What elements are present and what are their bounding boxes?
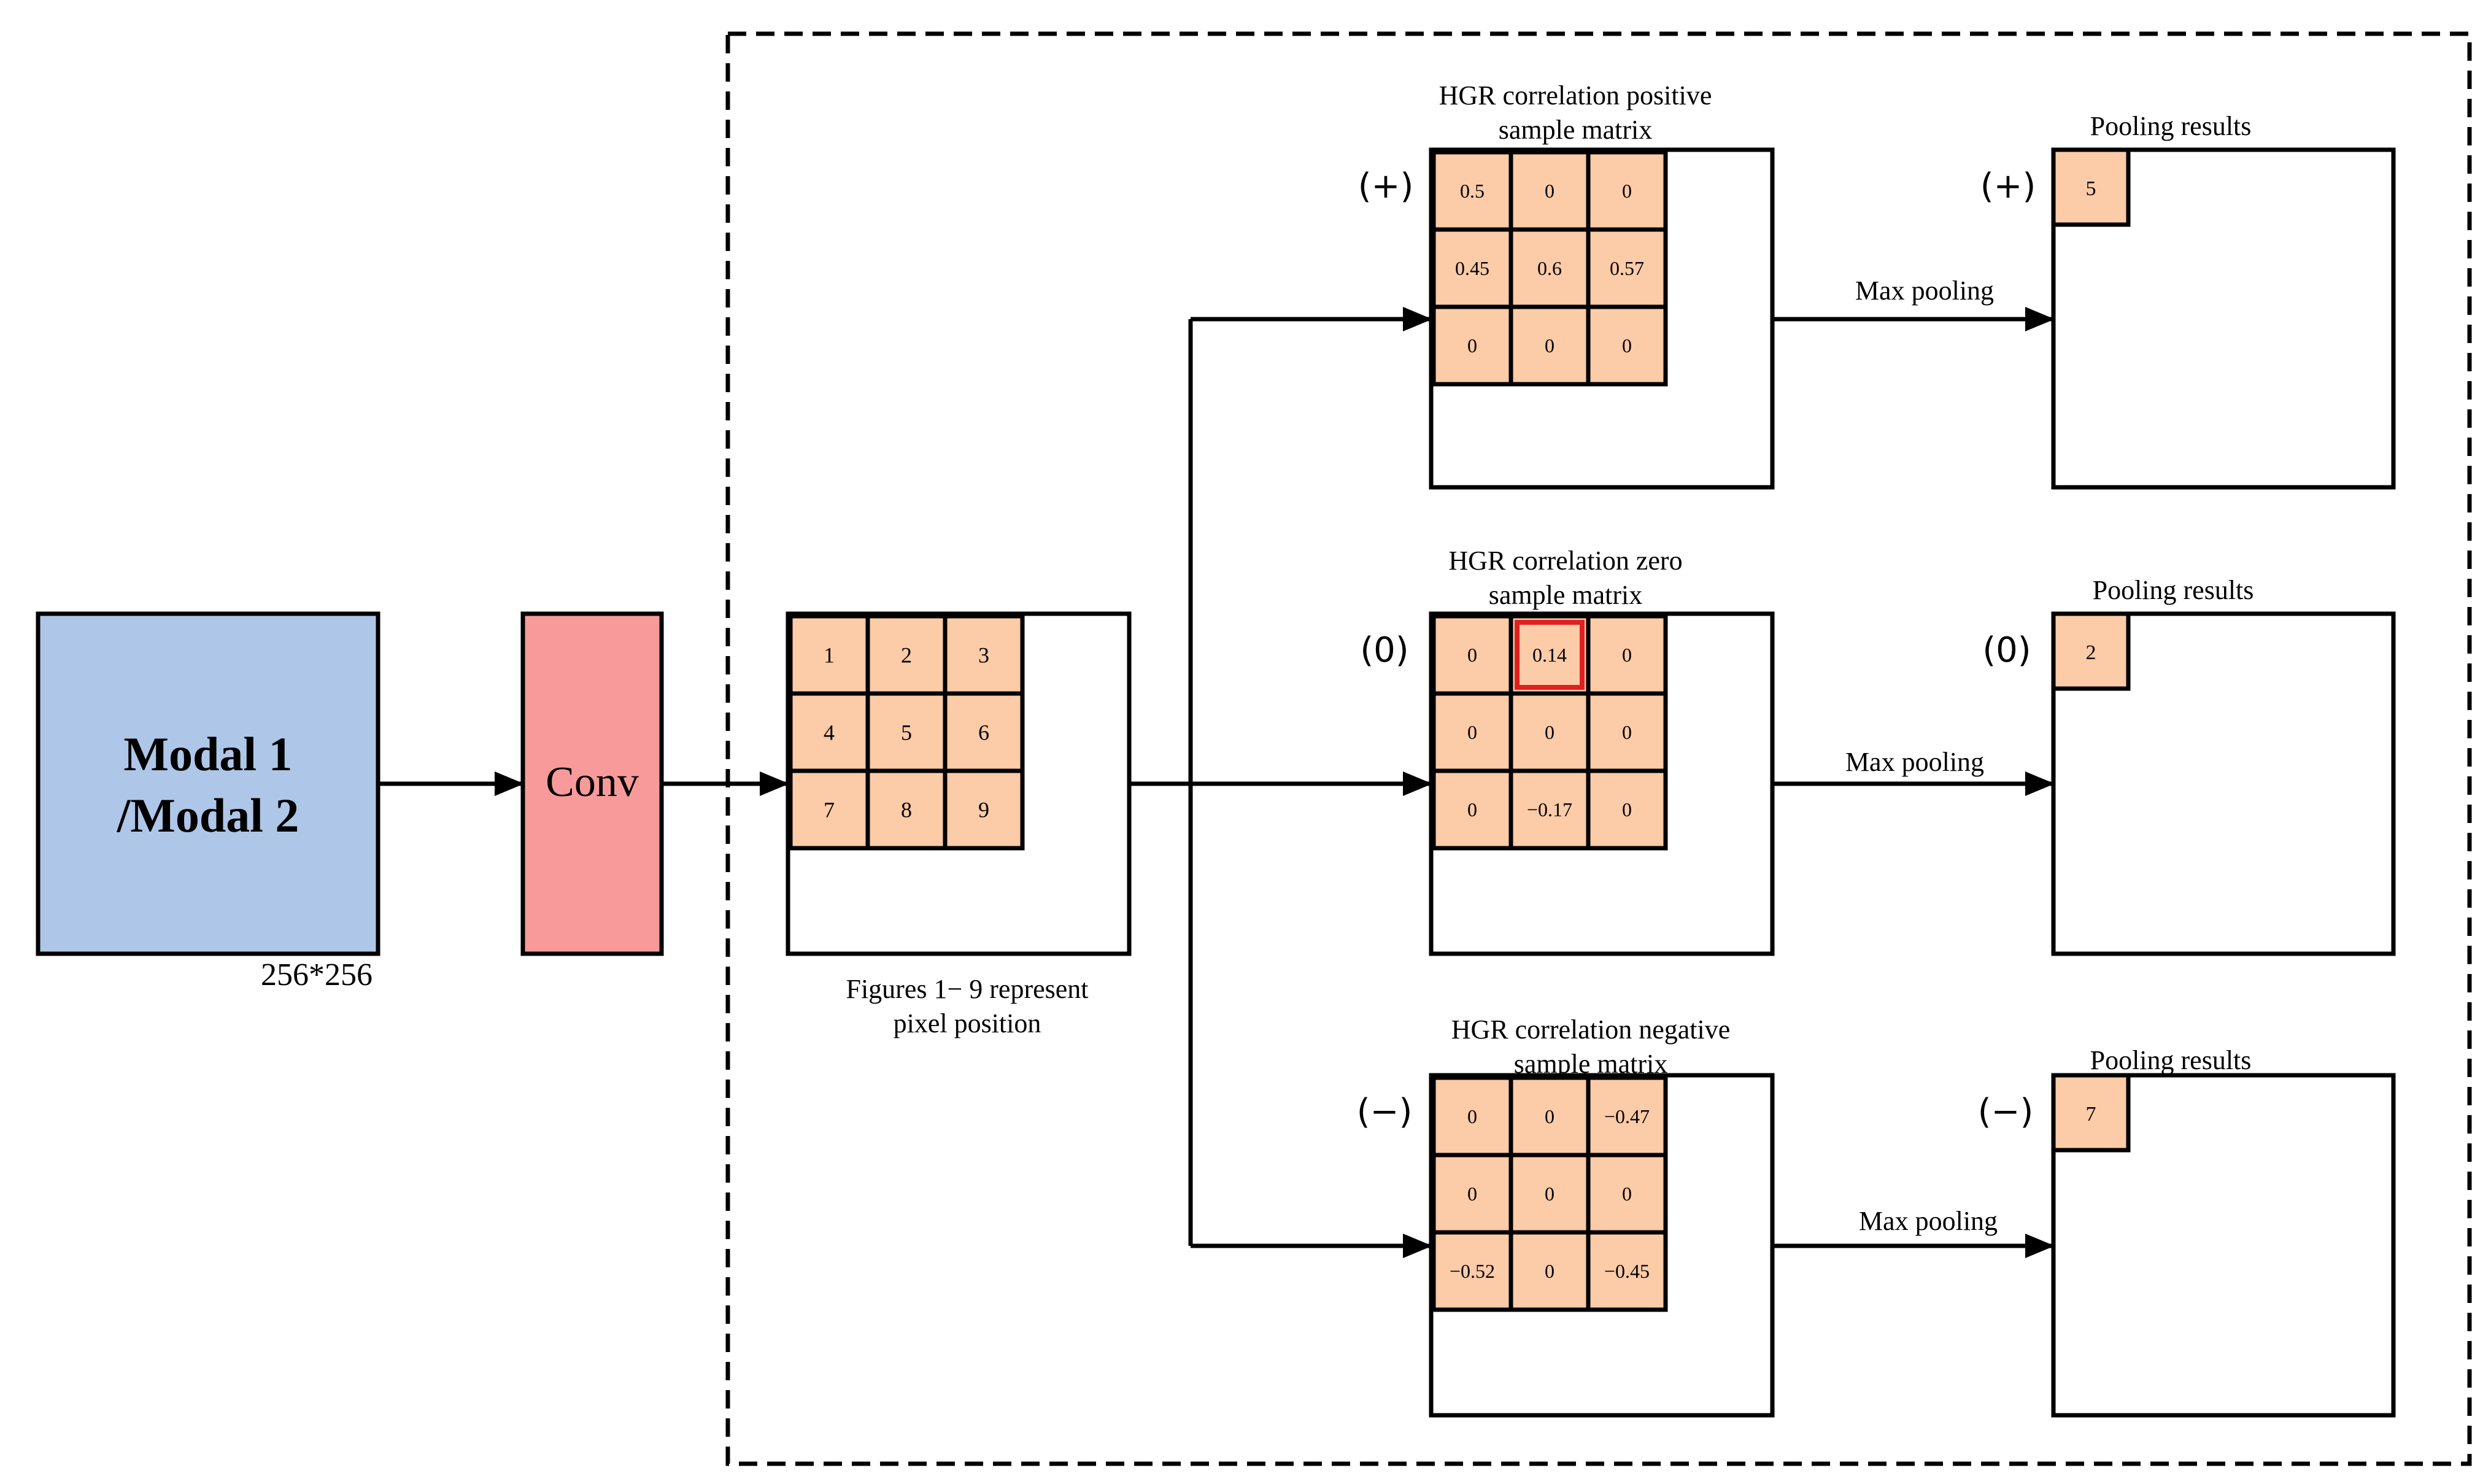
negative-pool-cell: [2051, 1073, 2131, 1153]
zero-matrix-cell-value: 0: [1622, 798, 1632, 821]
pixel-grid-cell-value: 3: [978, 643, 989, 668]
negative-pooling-frame: [2051, 1073, 2396, 1418]
positive-matrix-cell-value: 0.45: [1455, 257, 1489, 279]
positive-pool-sign-label: (+): [1980, 166, 2036, 206]
conv-label: Conv: [546, 759, 639, 806]
pixel-grid-cell-value: 1: [824, 643, 835, 668]
zero-matrix-cell-value: 0: [1545, 721, 1554, 743]
positive-matrix-cell-value: 0: [1545, 334, 1554, 357]
input-modal-label-line2: /Modal 2: [117, 789, 299, 842]
negative-matrix-cell: [1586, 1153, 1668, 1235]
pixel-grid-cell: [943, 691, 1025, 773]
zero-matrix-cell-value: 0: [1467, 798, 1477, 821]
pixel-grid-caption-line1: Figures 1− 9 represent: [846, 974, 1088, 1004]
negative-pooling-title: Pooling results: [2090, 1045, 2252, 1075]
positive-pooling-frame: [2051, 147, 2396, 490]
pixel-grid-cell-value: 6: [978, 721, 989, 745]
positive-pool-value: 5: [2086, 177, 2096, 200]
positive-matrix-cell-value: 0: [1622, 180, 1632, 202]
pixel-grid-caption-line2: pixel position: [894, 1008, 1041, 1038]
pixel-grid-cell-value: 4: [824, 721, 835, 745]
zero-matrix-cell-value: 0: [1467, 721, 1477, 743]
negative-matrix-cells: 0 0 −0.47 0 0 0 −0.52 0 −0.45: [1431, 1075, 1668, 1312]
zero-matrix-cell-value: 0: [1622, 721, 1632, 743]
zero-matrix-cell: [1586, 768, 1668, 851]
zero-pool-sign-label: (0): [1982, 630, 2031, 670]
zero-matrix-cell: [1508, 768, 1591, 851]
zero-matrix-cell-value: −0.17: [1527, 798, 1572, 821]
negative-max-pooling-label: Max pooling: [1859, 1206, 1998, 1236]
zero-pooling-frame: [2051, 611, 2396, 956]
positive-matrix-cell: [1508, 150, 1591, 232]
positive-matrix-cell-value: 0.57: [1610, 257, 1644, 279]
negative-matrix-title-line1: HGR correlation negative: [1451, 1014, 1731, 1045]
negative-matrix-cell: [1431, 1153, 1513, 1235]
zero-matrix-cell-value: 0.14: [1532, 644, 1567, 666]
zero-pool-cell: [2051, 611, 2131, 691]
negative-matrix-cell-value: 0: [1622, 1183, 1632, 1205]
negative-sign-label: (−): [1357, 1092, 1413, 1132]
positive-pooling-title: Pooling results: [2090, 111, 2252, 141]
negative-matrix-cell-value: −0.47: [1604, 1105, 1650, 1127]
zero-matrix-title-line2: sample matrix: [1489, 580, 1643, 610]
negative-matrix-cell: [1586, 1230, 1668, 1312]
positive-matrix-cells: 0.5 0 0 0.45 0.6 0.57 0 0 0: [1431, 150, 1668, 387]
pixel-grid-cell-value: 5: [901, 721, 912, 745]
negative-pool-value: 7: [2086, 1103, 2096, 1126]
positive-matrix-cell-value: 0: [1467, 334, 1477, 357]
zero-matrix-cell-value: 0: [1467, 644, 1477, 666]
negative-matrix-cell-value: −0.52: [1450, 1260, 1495, 1282]
pixel-grid-cell: [788, 768, 870, 851]
zero-matrix-highlight-box: [1515, 620, 1585, 690]
positive-matrix-title-line1: HGR correlation positive: [1439, 80, 1712, 110]
positive-matrix-cell-value: 0.5: [1460, 180, 1485, 202]
pixel-grid-cell-value: 7: [824, 798, 835, 822]
pixel-grid-cell: [943, 768, 1025, 851]
positive-matrix-cell: [1586, 227, 1668, 309]
negative-matrix-cell-value: 0: [1467, 1105, 1477, 1127]
positive-matrix-cell: [1508, 227, 1591, 309]
zero-max-pooling-label: Max pooling: [1845, 747, 1984, 777]
zero-matrix-cell: [1431, 768, 1513, 851]
processing-region: [725, 31, 2472, 1466]
zero-matrix-cells: 0 0.14 0 0 0 0 0 −0.17 0: [1431, 614, 1668, 851]
positive-matrix-title-line2: sample matrix: [1499, 115, 1653, 145]
input-size-label: 256*256: [261, 957, 373, 992]
pixel-grid-cell-value: 9: [978, 798, 989, 822]
pixel-grid-cells: 1 2 3 4 5 6 7 8 9: [788, 614, 1025, 851]
pixel-grid-cell-value: 8: [901, 798, 912, 822]
negative-matrix-cell-value: −0.45: [1604, 1260, 1650, 1282]
pixel-grid-cell: [865, 768, 948, 851]
zero-sign-label: (0): [1360, 630, 1408, 670]
positive-pool-cell: [2051, 147, 2131, 227]
zero-pool-value: 2: [2086, 641, 2096, 664]
positive-sign-label: (+): [1358, 166, 1414, 206]
negative-pool-sign-label: (−): [1978, 1092, 2034, 1132]
negative-matrix-cell-value: 0: [1545, 1105, 1554, 1127]
positive-matrix-cell-value: 0: [1622, 334, 1632, 357]
positive-matrix-cell-value: 0.6: [1537, 257, 1562, 279]
positive-matrix-cell: [1508, 304, 1591, 387]
positive-matrix-cell: [1586, 150, 1668, 232]
input-modal-label-line1: Modal 1: [123, 727, 292, 781]
negative-matrix-cell-value: 0: [1467, 1183, 1477, 1205]
input-modal-block: [36, 611, 380, 956]
zero-matrix-cell-value: 0: [1622, 644, 1632, 666]
negative-matrix-cell-value: 0: [1545, 1183, 1554, 1205]
zero-matrix-title-line1: HGR correlation zero: [1448, 546, 1682, 576]
negative-matrix-cell-value: 0: [1545, 1260, 1554, 1282]
pixel-grid-cell-value: 2: [901, 643, 912, 668]
positive-max-pooling-label: Max pooling: [1855, 276, 1994, 306]
positive-matrix-cell: [1586, 304, 1668, 387]
positive-matrix-cell-value: 0: [1545, 180, 1554, 202]
zero-pooling-title: Pooling results: [2093, 575, 2254, 605]
